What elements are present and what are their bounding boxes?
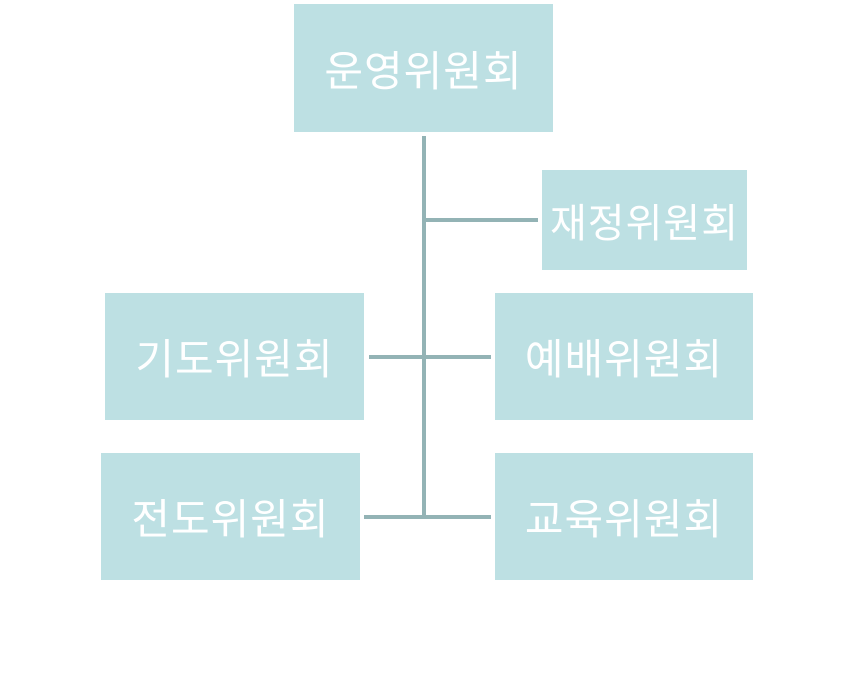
committee-box-finance: 재정위원회 bbox=[542, 170, 747, 270]
committee-label-finance: 재정위원회 bbox=[550, 201, 739, 247]
committee-box-education: 교육위원회 bbox=[495, 453, 753, 580]
committee-box-operations: 운영위원회 bbox=[294, 4, 553, 132]
committee-box-worship: 예배위원회 bbox=[495, 293, 753, 420]
committee-label-worship: 예배위원회 bbox=[524, 335, 724, 384]
committee-label-prayer: 기도위원회 bbox=[135, 335, 334, 384]
committee-box-prayer: 기도위원회 bbox=[105, 293, 364, 420]
committee-label-education: 교육위원회 bbox=[524, 495, 724, 544]
committee-label-operations: 운영위원회 bbox=[324, 46, 523, 96]
committee-label-evangelism: 전도위원회 bbox=[131, 495, 330, 544]
committee-box-evangelism: 전도위원회 bbox=[101, 453, 360, 580]
